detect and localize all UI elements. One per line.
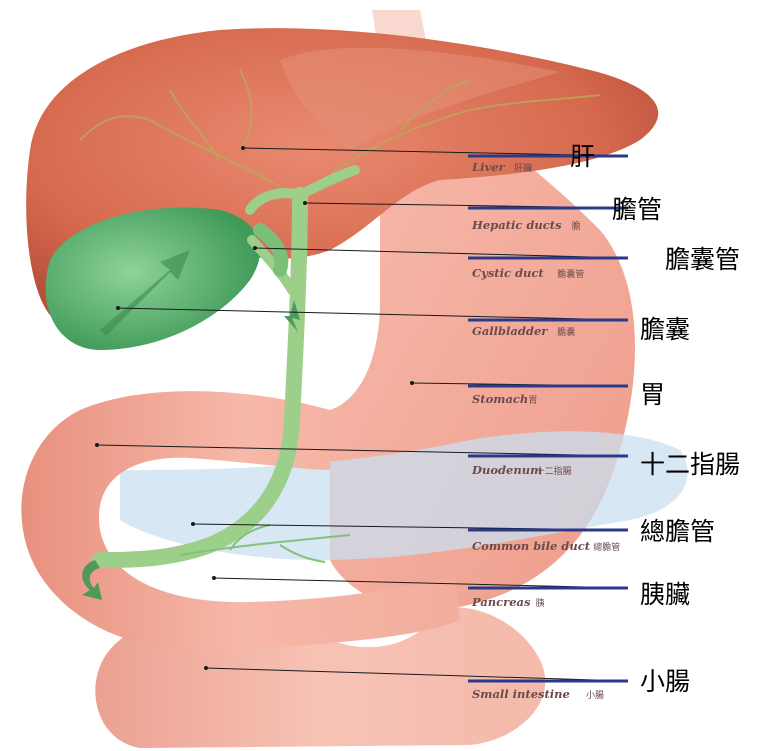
pancreas-english-label: Pancreas xyxy=(471,595,531,609)
common-bile-duct-english-sublabel: 總膽管 xyxy=(593,541,620,553)
pancreas-english-sublabel: 胰 xyxy=(536,597,545,609)
gallbladder-leader-dot xyxy=(116,306,120,310)
pancreas-leader-dot xyxy=(212,576,216,580)
hepatic-ducts-leader-dot xyxy=(303,201,307,205)
liver-rule xyxy=(468,155,628,158)
cystic-duct-rule xyxy=(468,257,628,260)
common-bile-duct-leader-dot xyxy=(191,522,195,526)
stomach-english-sublabel: 胃 xyxy=(528,395,537,406)
duodenum-rule xyxy=(468,455,628,458)
liver-chinese-label: 肝 xyxy=(570,142,595,171)
hepatic-ducts-english-sublabel: 膽 xyxy=(572,220,581,232)
liver-english-sublabel: 肝臟 xyxy=(514,162,532,174)
stomach-leader-dot xyxy=(410,381,414,385)
liver-leader-dot xyxy=(241,146,245,150)
duodenum-leader-dot xyxy=(95,443,99,447)
pancreas-chinese-label: 胰臟 xyxy=(640,580,690,609)
duodenum-chinese-label: 十二指腸 xyxy=(640,450,740,479)
cystic-duct-english-label: Cystic duct xyxy=(472,266,544,280)
small-intestine-rule xyxy=(468,680,628,683)
small-intestine-english-label: Small intestine xyxy=(472,687,570,701)
hepatic-ducts-chinese-label: 膽管 xyxy=(612,195,662,224)
cystic-duct-english-sublabel: 膽囊管 xyxy=(557,268,584,280)
gallbladder-chinese-label: 膽囊 xyxy=(640,315,690,344)
liver-english-label: Liver xyxy=(471,160,505,174)
small-intestine-english-sublabel: 小腸 xyxy=(586,690,604,701)
stomach-english-label: Stomach xyxy=(472,392,528,406)
small-intestine-leader-dot xyxy=(204,666,208,670)
hepatic-ducts-english-label: Hepatic ducts xyxy=(471,218,562,232)
small-intestine-chinese-label: 小腸 xyxy=(640,667,690,696)
common-bile-duct-chinese-label: 總膽管 xyxy=(640,517,715,546)
hepatic-ducts-rule xyxy=(468,207,628,210)
stomach-rule xyxy=(468,385,628,388)
gallbladder-english-sublabel: 膽囊 xyxy=(557,326,575,338)
pancreas-rule xyxy=(468,587,628,590)
stomach-chinese-label: 胃 xyxy=(640,380,665,409)
gallbladder-english-label: Gallbladder xyxy=(472,324,548,338)
common-bile-duct-english-label: Common bile duct xyxy=(472,539,591,553)
cystic-duct-leader-dot xyxy=(253,246,257,250)
common-bile-duct-rule xyxy=(468,529,628,532)
gallbladder-rule xyxy=(468,319,628,322)
duodenum-english-label: Duodenum xyxy=(471,463,542,477)
cystic-duct-chinese-label: 膽囊管 xyxy=(665,245,740,274)
duodenum-english-sublabel: 十二指腸 xyxy=(536,465,572,477)
